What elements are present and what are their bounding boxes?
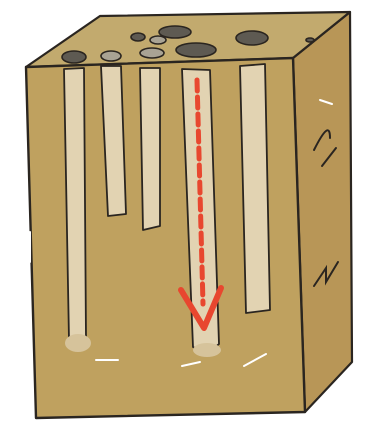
block-front-face	[24, 56, 307, 420]
top-hole	[305, 37, 315, 43]
top-hole	[235, 30, 269, 46]
top-holes	[61, 25, 315, 64]
top-hole	[175, 42, 217, 58]
top-hole	[139, 47, 165, 59]
top-hole	[61, 50, 87, 64]
channel	[100, 65, 127, 217]
channel-end	[65, 334, 91, 352]
top-hole	[149, 35, 167, 45]
down-arrow-icon	[178, 77, 224, 331]
top-hole	[130, 32, 146, 42]
channel	[139, 67, 161, 231]
sketch-highlights	[21, 81, 333, 367]
top-hole	[158, 25, 192, 39]
side-sketch-marks	[313, 129, 339, 287]
top-hole	[100, 50, 122, 62]
channel-end	[193, 343, 221, 357]
channel	[239, 63, 271, 314]
